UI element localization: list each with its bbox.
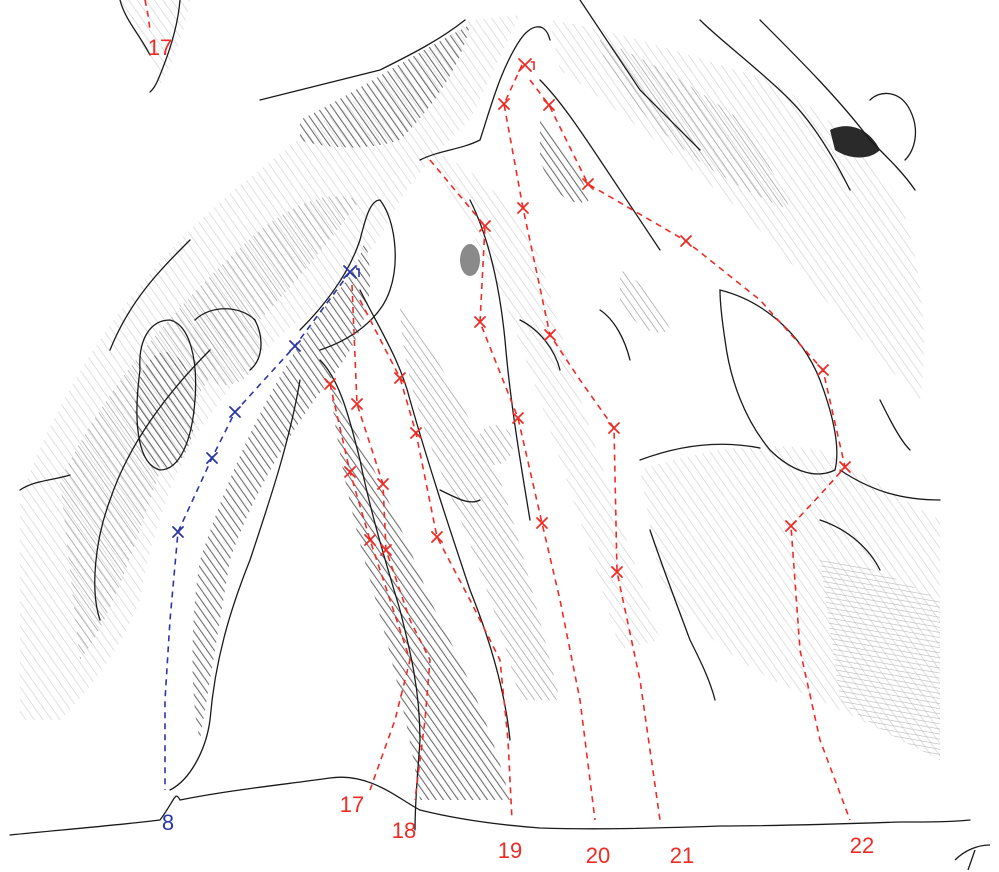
inset-route-label: 17 xyxy=(148,35,172,60)
route-label-17[interactable]: 17 xyxy=(340,792,364,817)
route-labels: 8 17 18 19 20 21 22 xyxy=(162,792,874,868)
route-label-19[interactable]: 19 xyxy=(498,838,522,863)
route-label-8[interactable]: 8 xyxy=(162,810,174,835)
route-label-20[interactable]: 20 xyxy=(586,843,610,868)
compass-arrow-icon xyxy=(955,845,990,870)
bolt-marker xyxy=(818,365,828,375)
bolt-marker xyxy=(609,423,619,433)
route-label-18[interactable]: 18 xyxy=(392,818,416,843)
bolt-marker xyxy=(544,100,554,110)
anchor-marker xyxy=(519,59,531,71)
route-label-21[interactable]: 21 xyxy=(670,843,694,868)
bolt-marker xyxy=(583,179,593,189)
lower-off-icon xyxy=(531,62,534,70)
bolt-marker xyxy=(681,236,691,246)
bolt-marker xyxy=(173,527,183,537)
rock-shading xyxy=(20,0,940,800)
route-label-22[interactable]: 22 xyxy=(850,833,874,858)
bolt-marker xyxy=(230,407,240,417)
bolt-marker xyxy=(207,453,217,463)
